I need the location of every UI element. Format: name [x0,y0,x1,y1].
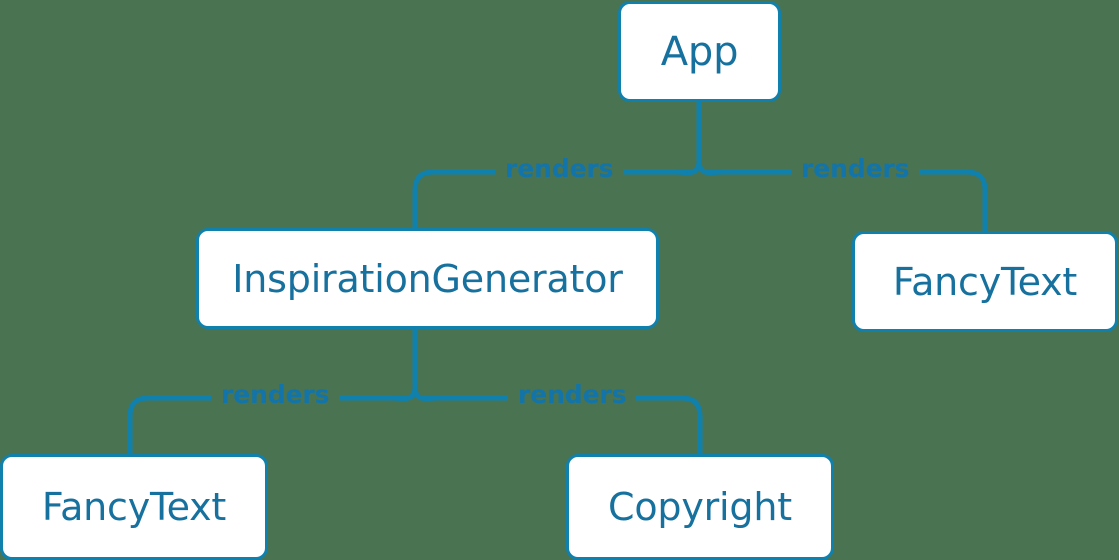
node-app-label: App [660,28,739,75]
node-fancytext-right[interactable]: FancyText [852,231,1118,332]
edge-inspgen-to-fancytext-left [127,386,418,457]
edge-label-app-to-inspgen: renders [495,156,624,181]
edge-label-inspgen-to-fancytext-left: renders [211,382,340,407]
node-app[interactable]: App [618,1,781,102]
edge-label-app-to-fancytext-right: renders [791,156,920,181]
edge-app-to-inspgen [412,160,702,231]
node-fancytext-left[interactable]: FancyText [0,454,268,560]
edge-label-inspgen-to-copyright: renders [508,382,637,407]
edge-app-to-fancytext-right [696,160,988,234]
node-copyright-label: Copyright [608,485,792,529]
node-inspiration-generator-label: InspirationGenerator [232,256,623,301]
edge-inspgen-to-copyright [412,386,703,457]
node-fancytext-right-label: FancyText [892,259,1078,304]
node-inspiration-generator[interactable]: InspirationGenerator [196,228,659,329]
node-fancytext-left-label: FancyText [41,485,227,529]
node-copyright[interactable]: Copyright [566,454,834,560]
